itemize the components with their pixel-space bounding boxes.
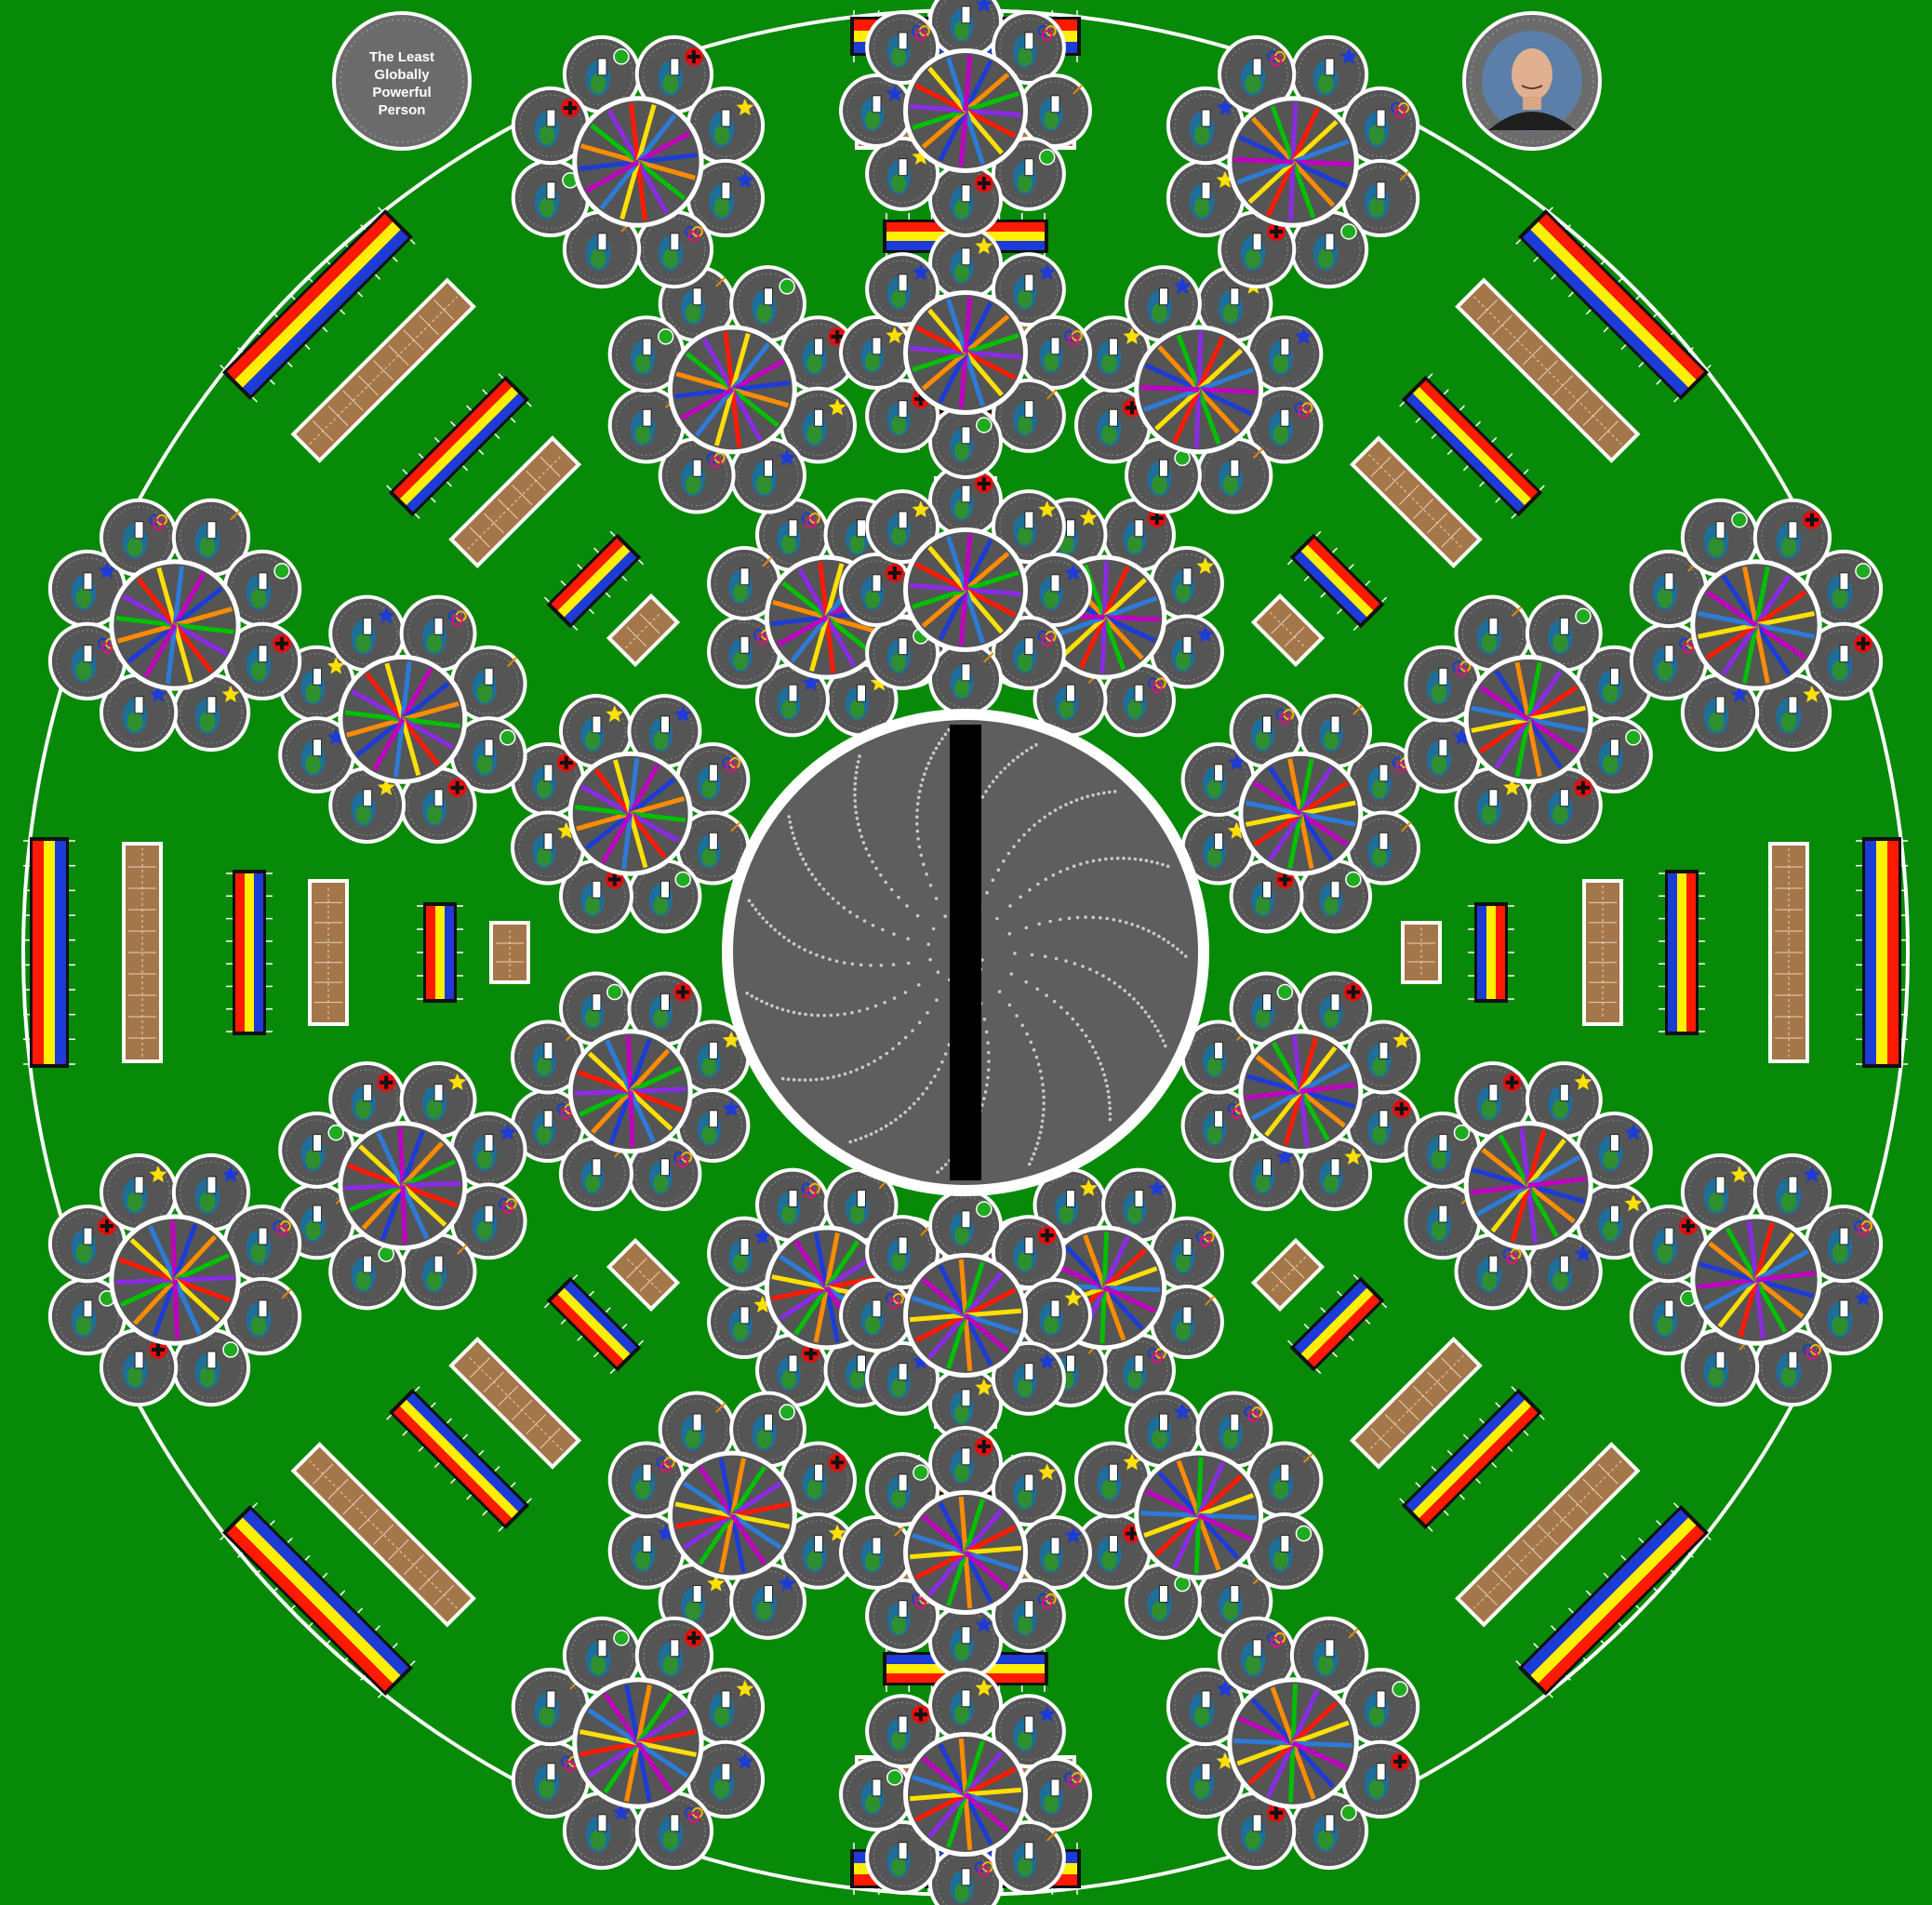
leaf-icon — [1296, 1526, 1311, 1541]
wheel-spoke — [173, 1220, 176, 1280]
leaf-icon — [1341, 224, 1356, 239]
striped-table[interactable] — [23, 837, 75, 1068]
wheel-spoke — [175, 1280, 178, 1339]
wheel-spoke — [1233, 160, 1293, 163]
leaf-icon — [913, 1465, 928, 1480]
leaf-icon — [1040, 150, 1055, 165]
leaf-icon — [675, 872, 690, 886]
wheel-spoke — [628, 1035, 630, 1091]
wheel-spoke — [403, 1183, 460, 1185]
wood-table[interactable] — [122, 842, 163, 1063]
seating-cluster[interactable] — [839, 1189, 1092, 1442]
wheel-spoke — [631, 1089, 686, 1091]
seating-cluster[interactable] — [839, 463, 1092, 716]
wheel-spoke — [403, 1186, 405, 1244]
leaf-icon — [1626, 730, 1641, 745]
leaf-icon — [977, 418, 992, 433]
wheel-spoke — [115, 1280, 175, 1283]
seating-cluster[interactable] — [839, 226, 1092, 479]
portrait-photo-icon — [1482, 31, 1582, 131]
right-badge[interactable] — [1464, 13, 1600, 149]
wheel-spoke — [631, 1091, 633, 1147]
wood-table[interactable] — [489, 921, 530, 984]
badge-label-line-1: The Least — [369, 49, 434, 65]
leaf-icon — [1392, 1682, 1407, 1697]
striped-table[interactable] — [1856, 837, 1908, 1068]
badge-label-line-2: Globally — [374, 67, 430, 83]
left-badge[interactable]: The Least Globally Powerful Person — [334, 13, 470, 149]
leaf-icon — [1856, 564, 1871, 579]
wheel-spoke — [1140, 387, 1198, 389]
badge-label-line-4: Person — [379, 102, 426, 118]
leaf-icon — [500, 730, 515, 745]
leaf-icon — [607, 985, 622, 1000]
leaf-icon — [223, 1342, 238, 1357]
leaf-icon — [614, 1631, 629, 1645]
wheel-spoke — [400, 1127, 402, 1185]
badge-label-line-3: Powerful — [372, 85, 431, 100]
leaf-icon — [614, 49, 629, 64]
wood-table[interactable] — [1401, 921, 1442, 984]
leaf-icon — [779, 279, 794, 294]
wheel-spoke — [344, 1186, 402, 1188]
leaf-icon — [1277, 985, 1292, 1000]
center-hub — [722, 709, 1209, 1196]
wood-table[interactable] — [308, 879, 349, 1026]
leaf-icon — [977, 1202, 992, 1217]
leaf-icon — [1346, 872, 1361, 886]
leaf-icon — [779, 1405, 794, 1419]
leaf-icon — [659, 329, 673, 344]
striped-table[interactable] — [417, 902, 463, 1003]
striped-table[interactable] — [1468, 902, 1514, 1003]
striped-table[interactable] — [226, 870, 273, 1035]
wood-table[interactable] — [1582, 879, 1623, 1026]
leaf-icon — [274, 564, 289, 579]
wheel-spoke — [175, 1278, 234, 1281]
wheel-spoke — [575, 1091, 631, 1093]
leaf-icon — [1732, 513, 1747, 527]
leaf-icon — [887, 1770, 902, 1785]
seating-cluster[interactable] — [839, 1426, 1092, 1679]
wood-table[interactable] — [1768, 842, 1809, 1063]
leaf-icon — [1576, 608, 1591, 623]
hub-divider-bar — [950, 725, 981, 1180]
striped-table[interactable] — [1659, 870, 1705, 1035]
